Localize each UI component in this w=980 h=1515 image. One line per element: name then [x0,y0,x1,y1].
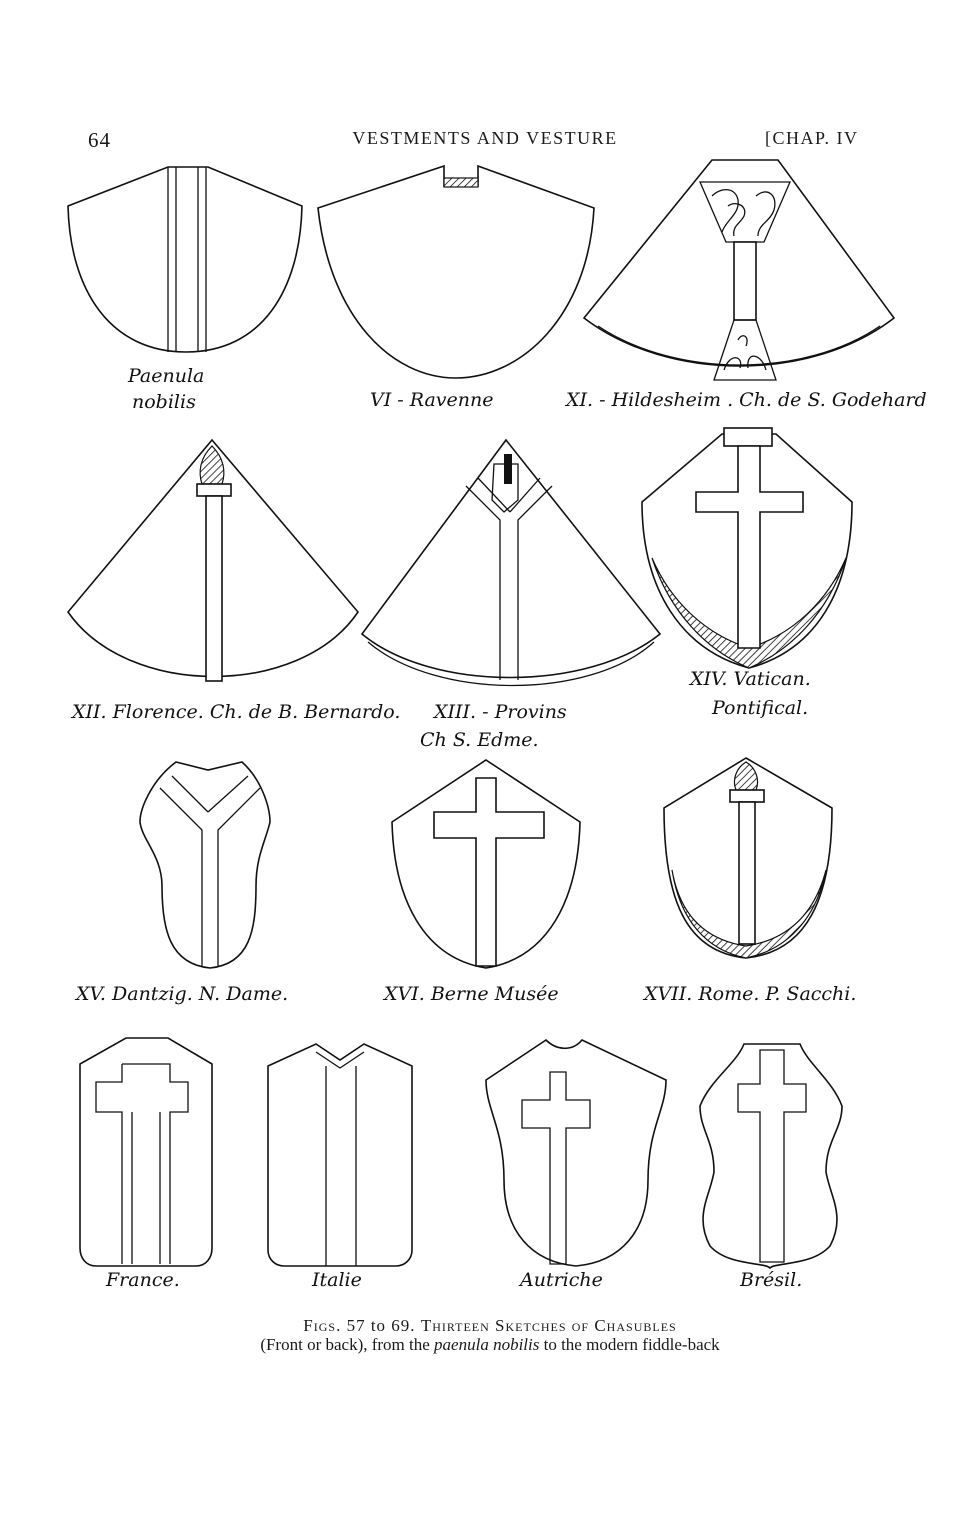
figure-label: XIII. - Provins [432,701,567,723]
figure-label: nobilis [132,391,196,413]
figure-berne: XVI. Berne Musée [382,759,581,1005]
figure-label: XIV. Vatican. [688,668,811,690]
chapter-heading: [CHAP. IV [765,128,859,148]
caption-figs-lead: Figs. [303,1316,342,1335]
figure-paenula-nobilis: Paenula nobilis [67,166,303,413]
figure-italie: Italie [267,1043,413,1291]
caption-text: to the modern fiddle-back [539,1335,720,1354]
figure-label: Brésil. [739,1269,802,1291]
figure-dantzig: XV. Dantzig. N. Dame. [74,761,288,1005]
figure-label: Pontifical. [711,697,808,719]
figure-label: XV. Dantzig. N. Dame. [74,983,288,1005]
figure-provins: XIII. - Provins Ch S. Edme. [360,438,662,751]
figure-autriche: Autriche [485,1038,667,1291]
figure-hildesheim: XI. - Hildesheim . Ch. de S. Godehard [564,159,927,411]
figure-caption-line-2: (Front or back), from the paenula nobili… [0,1335,980,1355]
figure-label: France. [105,1269,180,1291]
figure-label: XVI. Berne Musée [382,983,559,1005]
running-title: VESTMENTS AND VESTURE [352,128,618,148]
figure-label: Italie [311,1269,362,1291]
figure-label: Paenula [127,365,204,387]
figure-label: Ch S. Edme. [420,729,539,751]
figure-france: France. [79,1037,213,1291]
figure-ravenne: VI - Ravenne [317,164,595,411]
figure-label: Autriche [518,1269,603,1291]
page-number: 64 [88,128,111,152]
caption-title: Thirteen Sketches of Chasubles [420,1316,677,1335]
figure-label: XI. - Hildesheim . Ch. de S. Godehard [564,389,927,411]
figure-rome: XVII. Rome. P. Sacchi. [642,757,856,1005]
figure-caption-line-1: Figs. 57 to 69. Thirteen Sketches of Cha… [0,1316,980,1336]
caption-figs-range: 57 to 69. [346,1316,416,1335]
figure-bresil: Brésil. [699,1043,843,1291]
figure-label: VI - Ravenne [370,389,494,411]
caption-text: (Front or back), from the [260,1335,435,1354]
figure-florence: XII. Florence. Ch. de B. Bernardo. [66,438,400,723]
figure-label: XII. Florence. Ch. de B. Bernardo. [70,701,400,723]
figure-vatican-pontifical: XIV. Vatican. Pontifical. [641,427,853,719]
figure-label: XVII. Rome. P. Sacchi. [642,983,856,1005]
caption-italic-term: paenula nobilis [434,1335,540,1354]
